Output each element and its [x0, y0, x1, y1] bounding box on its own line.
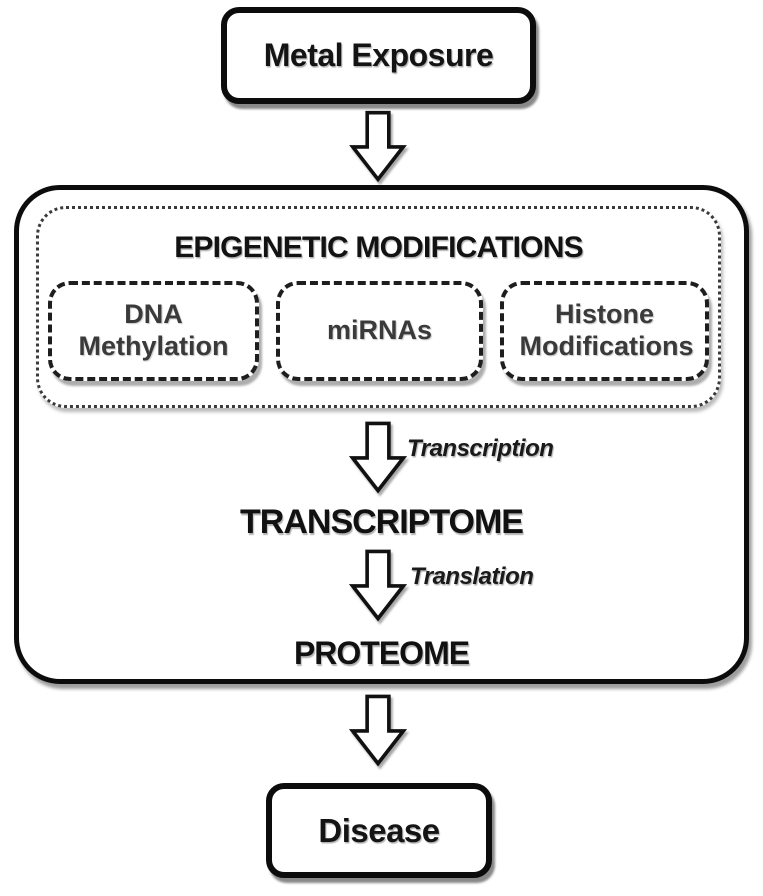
down-arrow-icon	[349, 110, 407, 182]
disease-label: Disease	[318, 811, 440, 849]
dna-methylation-label: DNA Methylation	[78, 299, 229, 361]
down-arrow-icon	[349, 694, 407, 767]
proteome-label: PROTEOME	[293, 635, 470, 671]
transcription-arrow-icon	[349, 421, 407, 494]
epigenetic-items-row: DNA Methylation miRNAs Histone Modificat…	[48, 281, 709, 381]
metal-exposure-box: Metal Exposure	[221, 7, 536, 104]
epigenetic-modifications-box: EPIGENETIC MODIFICATIONS DNA Methylation…	[36, 206, 721, 408]
histone-modifications-box: Histone Modifications	[500, 281, 709, 381]
transcriptome-label: TRANSCRIPTOME	[240, 503, 524, 541]
metal-exposure-label: Metal Exposure	[263, 37, 494, 73]
dna-methylation-box: DNA Methylation	[48, 281, 259, 381]
mirnas-label: miRNAs	[326, 315, 433, 346]
histone-modifications-label: Histone Modifications	[519, 299, 694, 361]
epigenetic-modifications-title: EPIGENETIC MODIFICATIONS	[174, 231, 583, 264]
transcription-label: Transcription	[407, 435, 554, 462]
disease-box: Disease	[266, 783, 492, 878]
mirnas-box: miRNAs	[276, 281, 483, 381]
translation-arrow-icon	[349, 549, 407, 622]
omics-container-box: EPIGENETIC MODIFICATIONS DNA Methylation…	[14, 185, 749, 684]
translation-label: Translation	[410, 563, 534, 590]
